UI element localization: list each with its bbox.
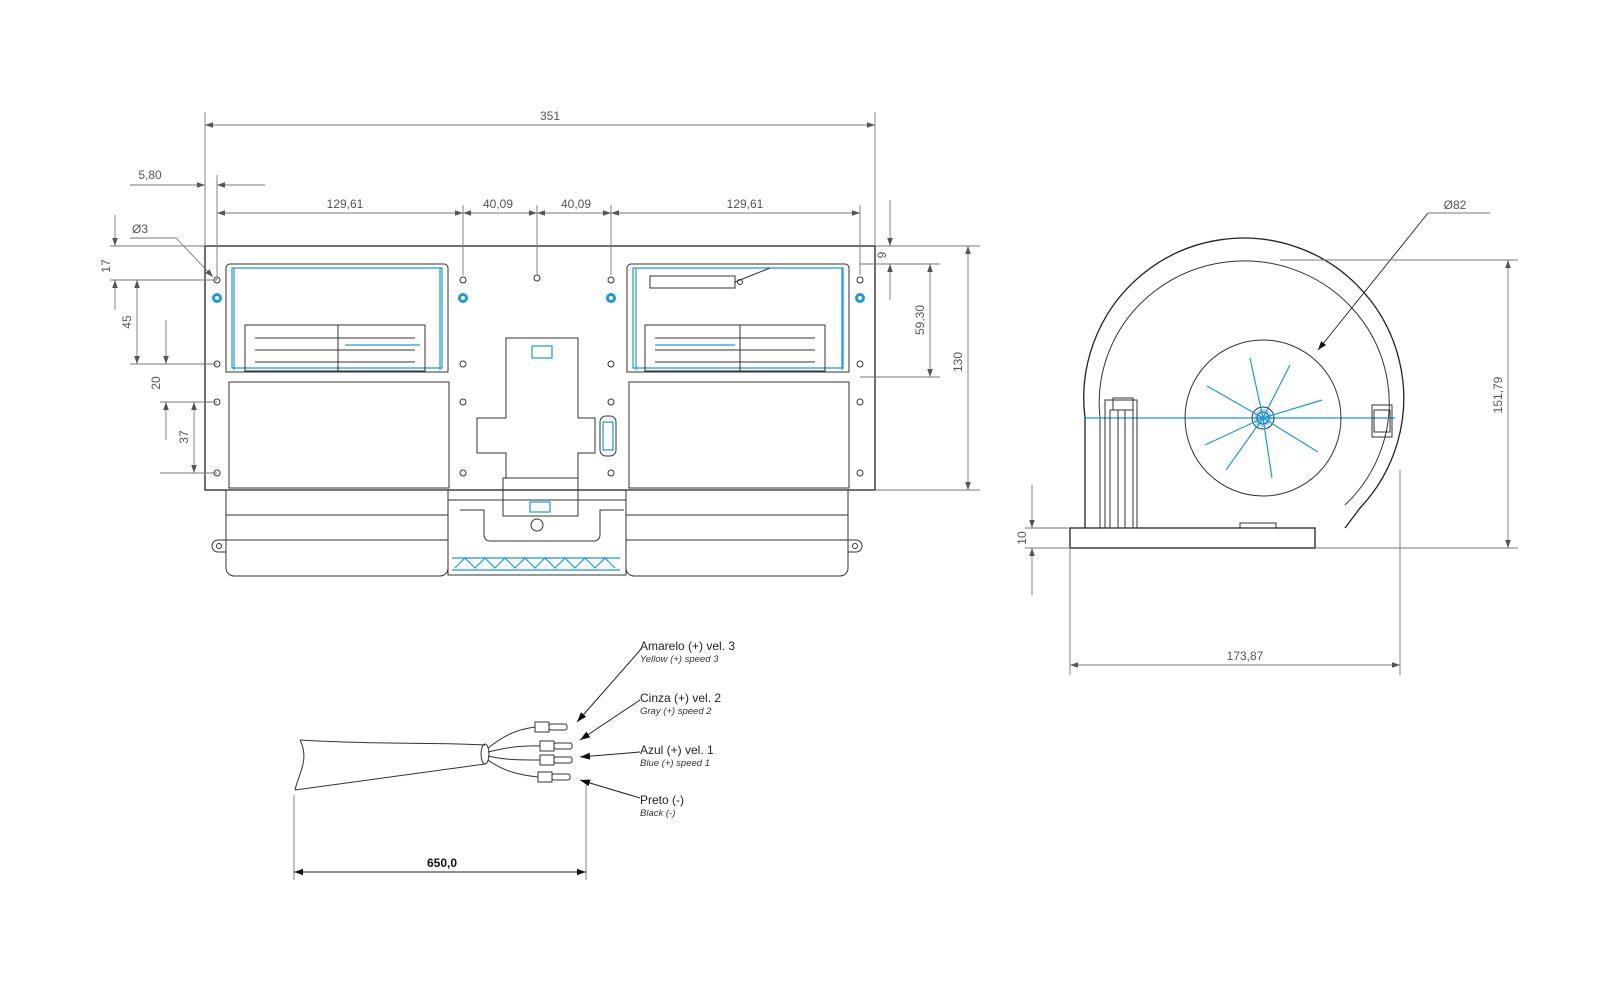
dim-side-height: 151,79: [1280, 259, 1518, 549]
wire-blue-sublabel: Blue (+) speed 1: [640, 758, 710, 769]
wire-black-sublabel: Black (-): [640, 808, 675, 819]
dim-side-width: 173,87: [1069, 470, 1401, 675]
wire-gray-sublabel: Gray (+) speed 2: [640, 706, 712, 717]
dim-spacing: 129,61 40,09 40,09 129,61: [217, 197, 861, 275]
dim-hole-diameter: Ø3: [130, 222, 214, 278]
impeller: [1184, 339, 1342, 497]
dim-9-label: 9: [875, 251, 889, 258]
dim-129-left-label: 129,61: [327, 197, 364, 211]
dim-side-base-label: 10: [1015, 531, 1029, 545]
dim-cable-length: 650,0: [293, 785, 587, 880]
wire-blue-label: Azul (+) vel. 1: [640, 743, 714, 757]
dim-cable-length-label: 650,0: [427, 856, 457, 870]
dim-right-vertical: 9 59,30 130: [860, 200, 980, 491]
dim-side-width-label: 173,87: [1227, 649, 1264, 663]
motor-bracket: [476, 337, 617, 517]
scroll-housing: [1083, 237, 1405, 529]
dim-40-right-label: 40,09: [561, 197, 591, 211]
wiring-detail: Amarelo (+) vel. 3 Yellow (+) speed 3 Ci…: [293, 639, 735, 880]
dim-side-height-label: 151,79: [1491, 376, 1505, 413]
dim-left-vertical: 17 45 20 37: [99, 215, 217, 474]
dim-side-base: 10: [1015, 485, 1070, 595]
dim-37-label: 37: [177, 430, 191, 444]
mounting-plate: [204, 245, 876, 491]
dim-side-diameter-label: Ø82: [1444, 198, 1467, 212]
side-base-plate: [1069, 527, 1316, 549]
dim-351: 351: [204, 109, 876, 246]
side-view: Ø82 151,79 10 173,87: [1015, 198, 1518, 675]
wire-yellow-sublabel: Yellow (+) speed 3: [640, 654, 719, 665]
front-view: 351 5,80 129,61 40,09 40,09 129,61: [99, 109, 980, 577]
dim-20-label: 20: [149, 376, 163, 390]
wire-black-label: Preto (-): [640, 793, 684, 807]
dim-5-80: 5,80: [130, 168, 265, 280]
dim-45-label: 45: [120, 315, 134, 329]
dim-129-right-label: 129,61: [727, 197, 764, 211]
wire-gray-label: Cinza (+) vel. 2: [640, 691, 721, 705]
bottom-housings: [211, 489, 863, 577]
dim-5-80-label: 5,80: [138, 168, 162, 182]
right-fan-housing: [626, 263, 850, 489]
mounting-holes: [212, 274, 865, 477]
left-fan-housing: [225, 263, 450, 489]
dim-59-30-label: 59,30: [913, 305, 927, 335]
wire-yellow-label: Amarelo (+) vel. 3: [640, 639, 735, 653]
dim-130-label: 130: [951, 352, 965, 372]
dim-351-label: 351: [540, 109, 560, 123]
dim-17-label: 17: [99, 259, 113, 273]
cable: [294, 739, 305, 791]
dim-side-diameter: Ø82: [1317, 198, 1490, 351]
dim-hole-diameter-label: Ø3: [132, 222, 148, 236]
dim-40-left-label: 40,09: [483, 197, 513, 211]
